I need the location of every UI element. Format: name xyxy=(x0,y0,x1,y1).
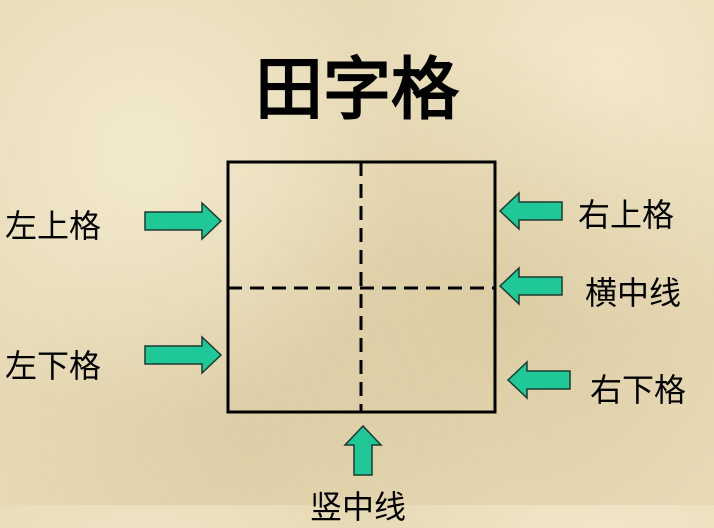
arrow-right-icon xyxy=(144,201,223,241)
label-bottom-left: 左下格 xyxy=(5,347,102,385)
arrow-left-icon xyxy=(498,266,563,306)
tianzige-diagram xyxy=(144,160,571,476)
label-vertical-midline: 竖中线 xyxy=(310,488,407,526)
label-horizontal-midline: 横中线 xyxy=(585,274,682,312)
arrow-left-icon xyxy=(498,191,563,231)
label-top-right: 右上格 xyxy=(578,196,675,234)
label-bottom-right: 右下格 xyxy=(590,371,687,409)
arrow-right-icon xyxy=(144,335,223,375)
arrow-left-icon xyxy=(506,360,571,400)
label-top-left: 左上格 xyxy=(5,207,102,245)
arrow-up-icon xyxy=(343,424,383,476)
page-title: 田字格 xyxy=(254,50,459,130)
